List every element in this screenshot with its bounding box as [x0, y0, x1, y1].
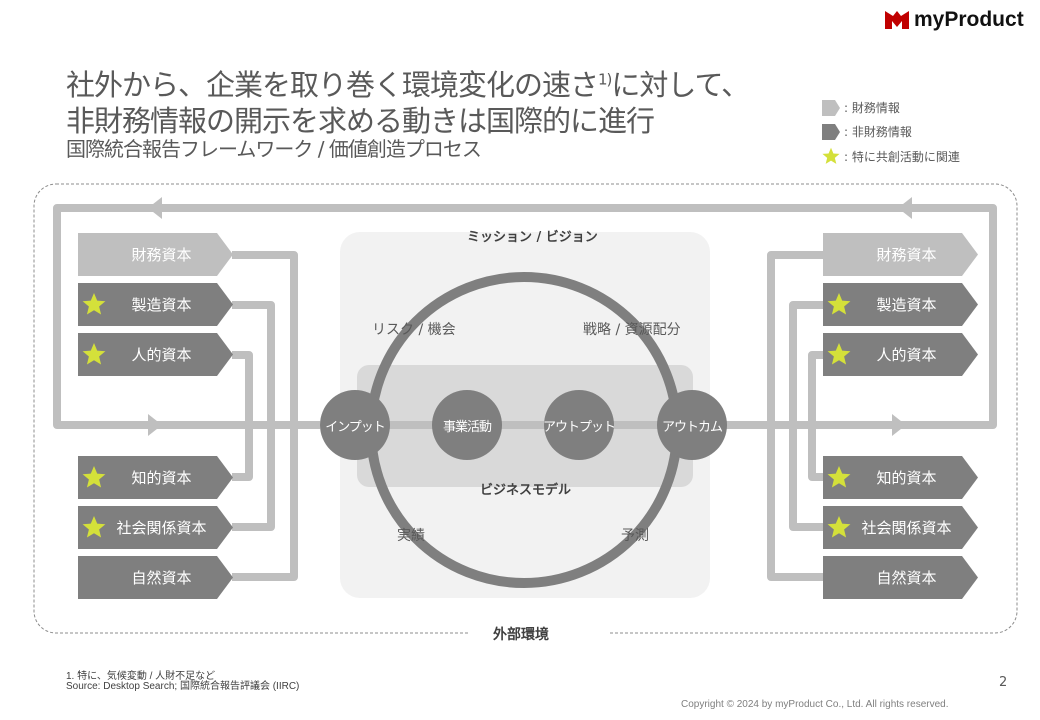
capital-label: 人的資本 — [876, 346, 937, 364]
results-label: 実績 — [397, 528, 425, 544]
arrow-left-2 — [898, 197, 912, 219]
capital-label: 自然資本 — [876, 569, 937, 587]
right-capital-0: 財務資本 — [823, 233, 978, 276]
star-icon — [82, 343, 106, 365]
mission-label: ミッション / ビジョン — [467, 230, 598, 245]
right-capital-4: 社会関係資本 — [823, 506, 978, 549]
chevron-shape — [78, 556, 233, 599]
node-business-activity: 事業活動 — [432, 390, 502, 460]
node-output: アウトプット — [543, 390, 616, 460]
capital-label: 人的資本 — [131, 346, 192, 364]
legend-financial: : 財務情報 — [822, 99, 900, 116]
chevron-shape — [78, 456, 233, 499]
strategy-label: 戦略 / 資源配分 — [583, 322, 681, 338]
dark-chevron-icon — [822, 123, 840, 140]
node-input: インプット — [320, 390, 390, 460]
chevron-shape — [823, 556, 978, 599]
star-icon — [82, 466, 106, 488]
brand-mark-icon — [885, 11, 909, 29]
chevron-shape — [78, 506, 233, 549]
right-capital-3: 知的資本 — [823, 456, 978, 499]
left-capital-2: 人的資本 — [78, 333, 233, 376]
legend-star: : 特に共創活動に関連 — [822, 147, 960, 165]
outer-loop — [53, 204, 997, 429]
light-chevron-icon — [822, 99, 840, 116]
capital-label: 製造資本 — [876, 296, 937, 314]
star-icon — [827, 466, 851, 488]
capital-label: 社会関係資本 — [116, 519, 207, 537]
star-icon — [82, 516, 106, 538]
chevron-shape — [78, 333, 233, 376]
node-outcome: アウトカム — [657, 390, 727, 460]
right-connectors — [767, 251, 823, 581]
page-number: 2 — [999, 675, 1008, 690]
right-capital-5: 自然資本 — [823, 556, 978, 599]
capital-label: 知的資本 — [876, 469, 937, 487]
forecast-label: 予測 — [621, 528, 649, 544]
star-icon — [827, 343, 851, 365]
star-icon — [82, 293, 106, 315]
capital-label: 自然資本 — [131, 569, 192, 587]
brand-logo: myProduct — [884, 8, 1024, 32]
capital-label: 財務資本 — [131, 246, 192, 264]
chevron-shape — [78, 233, 233, 276]
page-title-line1: 社外から、企業を取り巻く環境変化の速さ1)に対して、 — [66, 68, 750, 102]
chevron-shape — [823, 506, 978, 549]
left-connectors — [232, 251, 298, 581]
chevron-shape — [78, 283, 233, 326]
star-icon — [822, 147, 840, 164]
page-title-line2: 非財務情報の開示を求める動きは国際的に進行 — [66, 104, 655, 138]
left-capital-0: 財務資本 — [78, 233, 233, 276]
chevron-shape — [823, 233, 978, 276]
capital-label: 製造資本 — [131, 296, 192, 314]
chevron-shape — [823, 283, 978, 326]
capital-label: 知的資本 — [131, 469, 192, 487]
star-icon — [827, 293, 851, 315]
left-capital-4: 社会関係資本 — [78, 506, 233, 549]
page-subtitle: 国際統合報告フレームワーク / 価値創造プロセス — [66, 137, 482, 161]
star-icon — [827, 516, 851, 538]
left-capital-1: 製造資本 — [78, 283, 233, 326]
right-capital-2: 人的資本 — [823, 333, 978, 376]
left-capital-3: 知的資本 — [78, 456, 233, 499]
legend-nonfinancial: : 非財務情報 — [822, 123, 912, 140]
risk-label: リスク / 機会 — [372, 322, 456, 338]
copyright: Copyright © 2024 by myProduct Co., Ltd. … — [681, 699, 949, 710]
right-capital-1: 製造資本 — [823, 283, 978, 326]
capital-label: 社会関係資本 — [861, 519, 952, 537]
arrow-right-2 — [892, 414, 906, 436]
business-model-label: ビジネスモデル — [480, 483, 572, 498]
left-capital-5: 自然資本 — [78, 556, 233, 599]
external-environment-label: 外部環境 — [493, 627, 549, 643]
chevron-shape — [823, 456, 978, 499]
capital-label: 財務資本 — [876, 246, 937, 264]
chevron-shape — [823, 333, 978, 376]
arrow-right-1 — [148, 414, 162, 436]
arrow-left-1 — [148, 197, 162, 219]
